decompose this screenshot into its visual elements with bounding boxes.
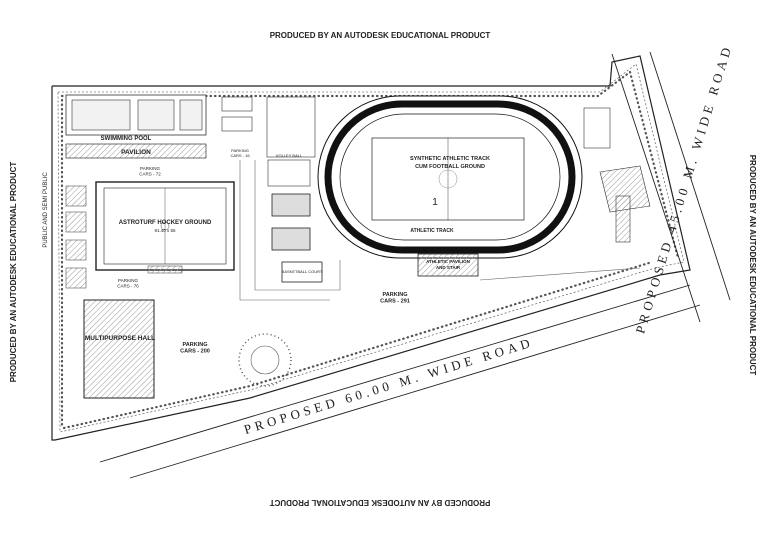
tennis-block bbox=[266, 96, 316, 158]
watermark-bottom: PRODUCED BY AN AUTODESK EDUCATIONAL PROD… bbox=[270, 498, 491, 507]
road-60-label: PROPOSED 60.00 M. WIDE ROAD bbox=[242, 334, 535, 437]
hockey-stand bbox=[147, 265, 183, 274]
left-edge-label: PUBLIC AND SEMI PUBLIC bbox=[43, 172, 49, 248]
watermark-top: PRODUCED BY AN AUTODESK EDUCATIONAL PROD… bbox=[270, 31, 491, 40]
hockey-label: ASTROTURF HOCKEY GROUND bbox=[119, 220, 212, 226]
basketball-court-1 bbox=[271, 193, 311, 217]
watermark-right: PRODUCED BY AN AUTODESK EDUCATIONAL PROD… bbox=[748, 155, 757, 376]
east-building-3 bbox=[615, 195, 631, 243]
small-court-1 bbox=[221, 96, 253, 112]
athletic-track bbox=[317, 95, 583, 259]
small-court-2 bbox=[221, 116, 253, 132]
pool-2 bbox=[137, 99, 175, 131]
east-building-2 bbox=[599, 165, 651, 213]
pool-3 bbox=[179, 99, 203, 131]
athletic-pavilion bbox=[417, 253, 479, 277]
pavilion-label: PAVILION bbox=[121, 149, 151, 156]
basketball-label: BASKETBALL COURT bbox=[282, 269, 323, 274]
side-building-4 bbox=[65, 267, 87, 289]
site-boundary bbox=[51, 55, 691, 441]
volleyball-court bbox=[267, 159, 311, 187]
athletic-track-label: ATHLETIC TRACK bbox=[410, 228, 454, 234]
site-boundary-inner bbox=[57, 63, 685, 433]
internal-road-2 bbox=[254, 160, 341, 291]
basketball-court-2 bbox=[271, 227, 311, 251]
internal-road-3 bbox=[479, 267, 641, 281]
side-building-3 bbox=[65, 239, 87, 261]
road-60-edge-1 bbox=[99, 284, 691, 463]
basketball-court-3 bbox=[281, 261, 323, 283]
multipurpose-hall-label: MULTIPURPOSE HALL bbox=[85, 335, 155, 342]
entrance-roundabout bbox=[238, 333, 292, 387]
boundary-trees-south bbox=[62, 260, 654, 430]
road-60-edge-2 bbox=[129, 304, 701, 479]
side-building-2 bbox=[65, 211, 87, 233]
field-number: 1 bbox=[432, 197, 438, 208]
road-45-edge-2 bbox=[649, 51, 731, 301]
pool-1 bbox=[71, 99, 131, 131]
hockey-dims: 91.40 x 55 bbox=[154, 228, 176, 233]
watermark-left: PRODUCED BY AN AUTODESK EDUCATIONAL PROD… bbox=[9, 162, 18, 383]
hockey-center-circle bbox=[160, 221, 170, 231]
entrance-roundabout-inner bbox=[250, 345, 280, 375]
pavilion-block bbox=[65, 143, 207, 159]
road-45-edge-1 bbox=[611, 53, 701, 323]
side-building-1 bbox=[65, 185, 87, 207]
athletic-pavilion-label-2: AND STAIR bbox=[436, 265, 461, 270]
multipurpose-hall bbox=[83, 299, 155, 399]
volleyball-label: VOLLEY BALL bbox=[276, 153, 303, 158]
east-building-1 bbox=[583, 107, 611, 149]
swimming-pool-label: SWIMMING POOL bbox=[101, 136, 152, 142]
boundary-trees bbox=[60, 70, 680, 260]
internal-road-1 bbox=[239, 160, 330, 301]
track-title-2: CUM FOOTBALL GROUND bbox=[415, 164, 485, 170]
athletic-pavilion-label-1: ATHLETIC PAVILION bbox=[426, 259, 470, 264]
road-45-label: PROPOSED 45.00 M. WIDE ROAD bbox=[632, 42, 735, 335]
track-title-1: SYNTHETIC ATHLETIC TRACK bbox=[410, 156, 490, 162]
